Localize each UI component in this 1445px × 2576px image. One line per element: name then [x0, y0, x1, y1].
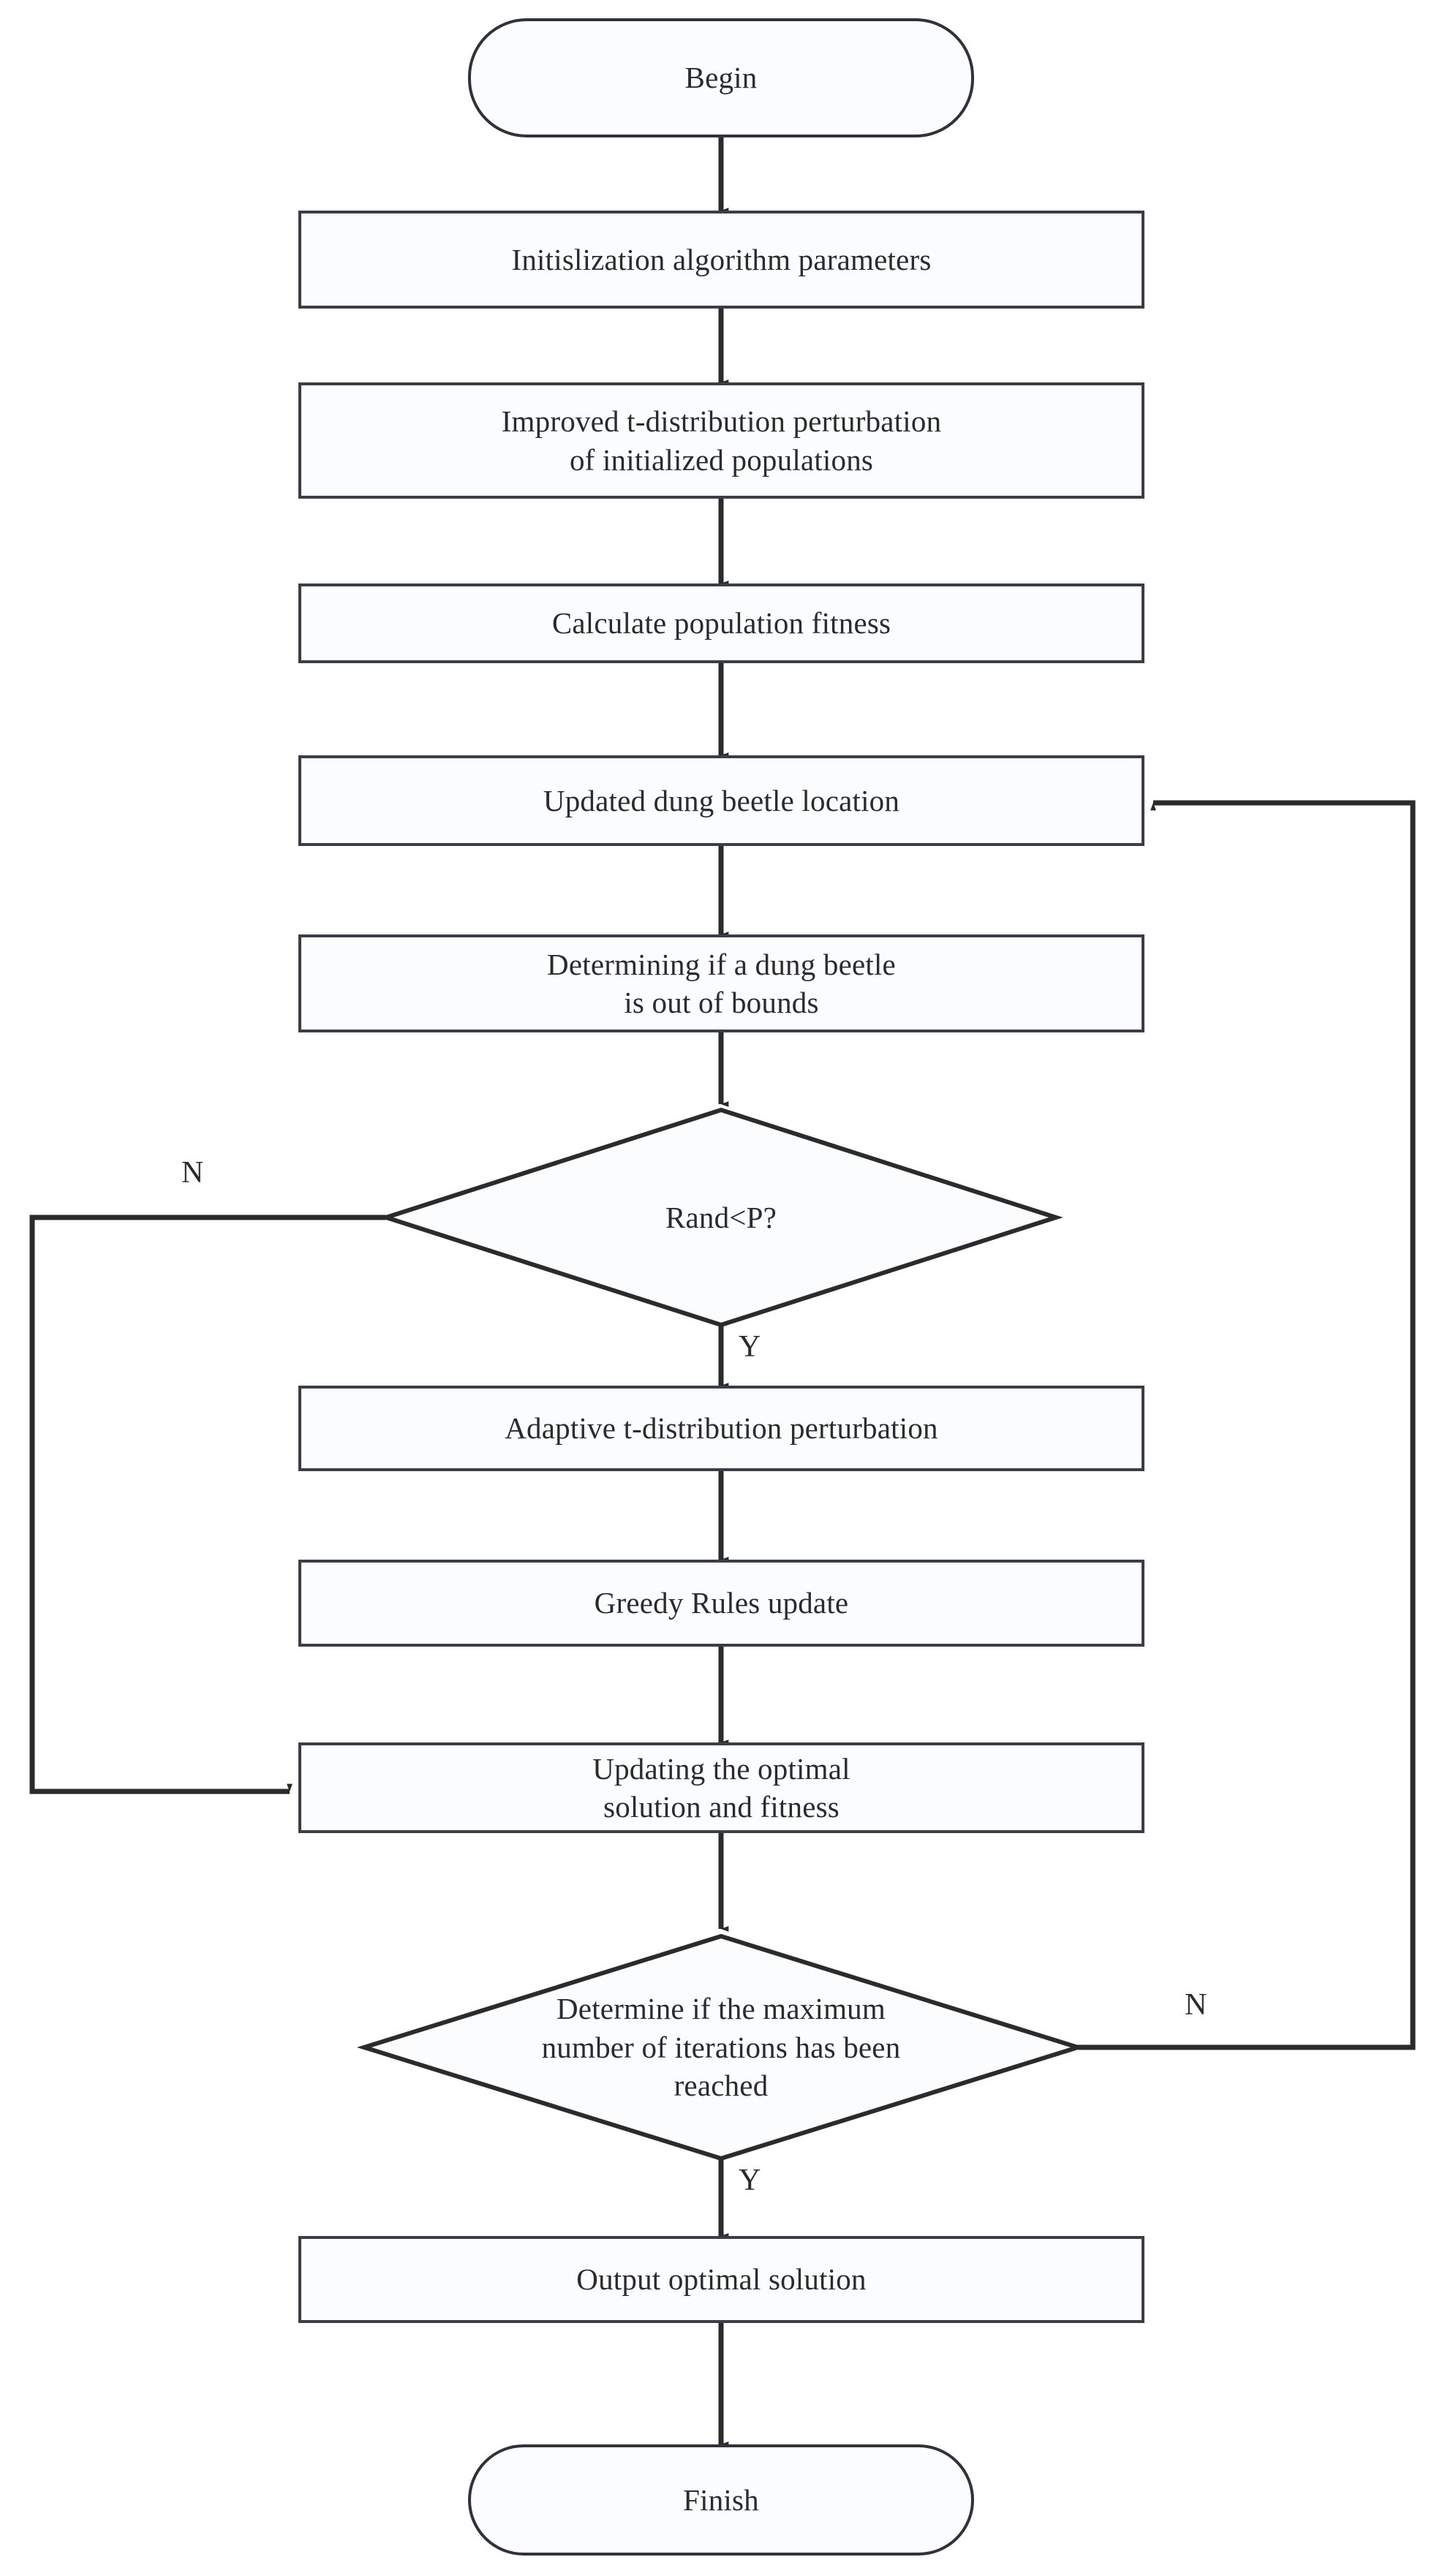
node-begin-label: Begin	[684, 61, 758, 95]
node-rand-decision-label: Rand<P?	[665, 1200, 777, 1234]
node-calc-fitness[interactable]: Calculate population fitness	[298, 583, 1144, 663]
node-improved-tdist[interactable]: Improved t-distribution perturbation of …	[298, 382, 1144, 499]
edge-rand-no-feedback	[29, 1215, 386, 1794]
node-update-location[interactable]: Updated dung beetle location	[298, 755, 1144, 846]
node-max-iter-decision-label: Determine if the maximum number of itera…	[541, 1992, 901, 2103]
branch-label-max-iter-no: N	[1185, 1988, 1207, 2022]
node-max-iter-decision[interactable]: Determine if the maximum number of itera…	[364, 1936, 1078, 2158]
node-improved-tdist-label: Improved t-distribution perturbation of …	[501, 404, 942, 477]
node-adaptive-tdist-label: Adaptive t-distribution perturbation	[505, 1411, 938, 1446]
node-finish-label: Finish	[683, 2482, 759, 2517]
node-greedy-rules[interactable]: Greedy Rules update	[298, 1560, 1144, 1647]
branch-label-rand-no: N	[181, 1156, 204, 1190]
node-adaptive-tdist[interactable]: Adaptive t-distribution perturbation	[298, 1386, 1144, 1471]
node-update-optimal[interactable]: Updating the optimal solution and fitnes…	[298, 1742, 1144, 1833]
node-greedy-rules-label: Greedy Rules update	[594, 1586, 849, 1620]
node-check-bounds[interactable]: Determining if a dung beetle is out of b…	[298, 934, 1144, 1032]
node-update-location-label: Updated dung beetle location	[543, 783, 900, 817]
node-check-bounds-label: Determining if a dung beetle is out of b…	[547, 947, 896, 1019]
node-init-params[interactable]: Initislization algorithm parameters	[298, 211, 1144, 309]
node-init-params-label: Initislization algorithm parameters	[511, 242, 932, 276]
node-begin[interactable]: Begin	[468, 18, 974, 137]
node-output-optimal[interactable]: Output optimal solution	[298, 2236, 1144, 2323]
node-output-optimal-label: Output optimal solution	[576, 2262, 867, 2297]
branch-label-max-iter-yes: Y	[739, 2164, 761, 2197]
node-finish[interactable]: Finish	[468, 2444, 974, 2556]
node-calc-fitness-label: Calculate population fitness	[551, 606, 891, 641]
node-rand-decision[interactable]: Rand<P?	[386, 1110, 1056, 1325]
node-update-optimal-label: Updating the optimal solution and fitnes…	[592, 1751, 850, 1824]
branch-label-rand-yes: Y	[739, 1330, 761, 1364]
